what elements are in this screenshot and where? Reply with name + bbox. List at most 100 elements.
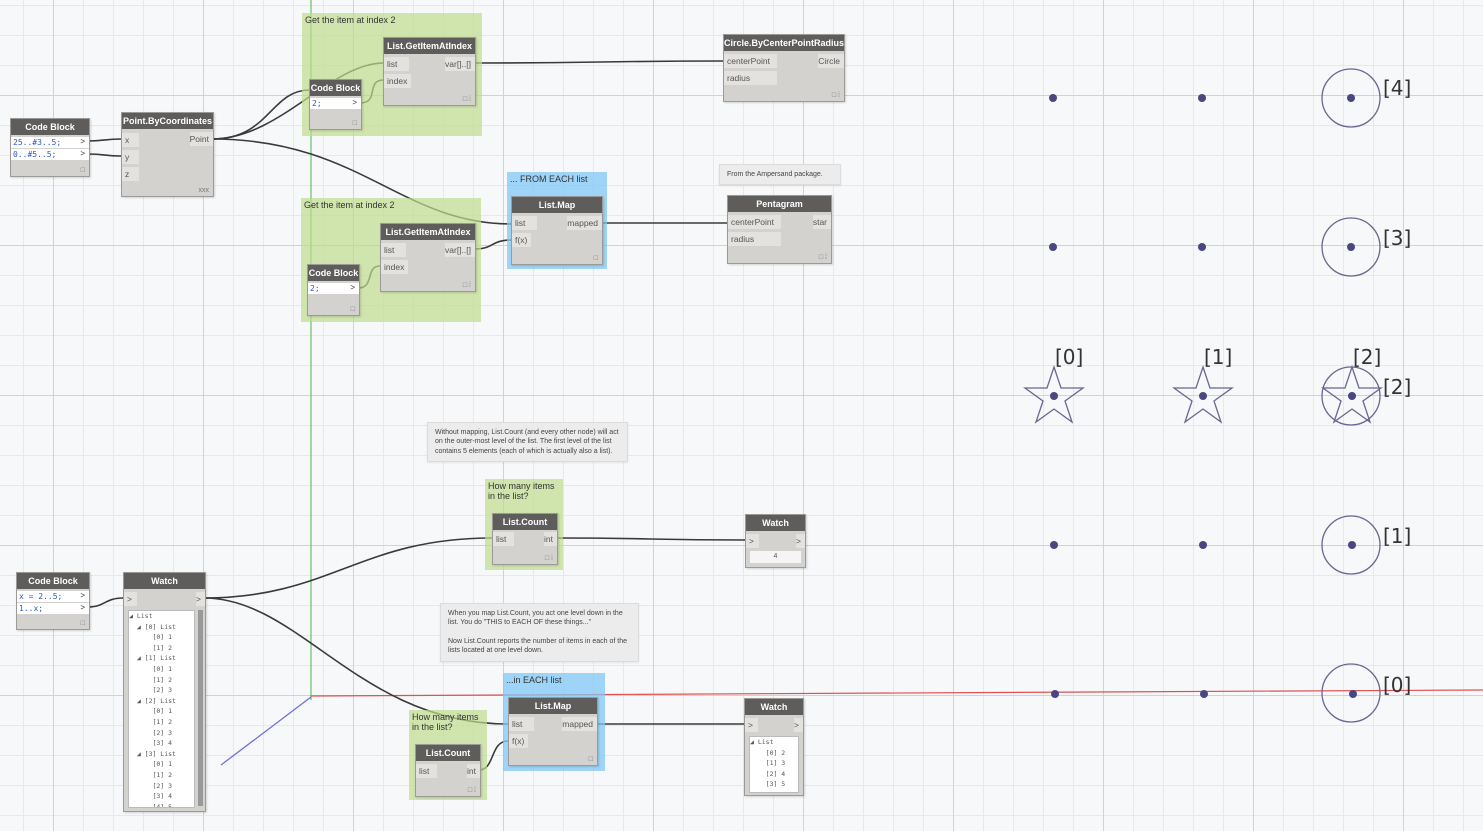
output-port[interactable]: >: [796, 534, 805, 548]
circle-label-0: [0]: [1383, 673, 1412, 697]
code-line[interactable]: 0..#5..5;: [11, 149, 89, 160]
watch-tree-row: [0] 1: [129, 664, 173, 673]
input-port-function[interactable]: f(x): [512, 233, 531, 247]
input-port-index[interactable]: index: [384, 74, 411, 88]
watch-node[interactable]: Watch > > ◢ List [0] 2 [1] 3 [2] 4 [3] 5: [744, 698, 804, 796]
input-port-list[interactable]: list: [493, 532, 514, 546]
output-port[interactable]: >: [794, 718, 803, 732]
list-get-item-at-index-node[interactable]: List.GetItemAtIndex list index var[]..[]…: [380, 223, 476, 292]
point-by-coordinates-node[interactable]: Point.ByCoordinates x y z Point xxx: [121, 112, 214, 197]
code-block-node[interactable]: Code Block 2; > □: [309, 79, 362, 130]
star-label-1: [1]: [1204, 345, 1233, 369]
input-port-index[interactable]: index: [381, 260, 408, 274]
output-port-circle[interactable]: Circle: [818, 54, 844, 68]
input-port-x[interactable]: x: [122, 133, 139, 147]
preview-toggle-icon[interactable]: □: [352, 120, 357, 127]
output-port[interactable]: >: [350, 283, 355, 292]
watch-tree[interactable]: ◢ List ◢ [0] List [0] 1 [1] 2 ◢ [1] List…: [128, 610, 195, 808]
note-text: When you map List.Count, you act one lev…: [448, 610, 623, 627]
code-line[interactable]: 25..#3..5;: [11, 137, 89, 148]
point: [1051, 690, 1059, 698]
preview-toggle-icon[interactable]: □: [80, 620, 85, 627]
wire: [87, 597, 124, 608]
note-without-mapping[interactable]: Without mapping, List.Count (and every o…: [427, 422, 628, 463]
input-port-center-point[interactable]: centerPoint: [728, 215, 781, 229]
wire: [87, 138, 122, 142]
input-port[interactable]: >: [745, 718, 758, 732]
output-port-int[interactable]: int: [544, 532, 557, 546]
input-port-list[interactable]: list: [416, 764, 437, 778]
wire: [555, 537, 746, 541]
list-get-item-at-index-node[interactable]: List.GetItemAtIndex list index var[]..[]…: [383, 37, 476, 106]
output-port[interactable]: >: [80, 591, 85, 600]
output-port-star[interactable]: star: [812, 215, 831, 229]
note-when-map[interactable]: When you map List.Count, you act one lev…: [440, 603, 639, 662]
preview-toggle-icon[interactable]: □ ⁞: [831, 92, 840, 99]
list-count-node[interactable]: List.Count list int □ ⁞: [492, 513, 558, 565]
point: [1198, 243, 1206, 251]
watch-node[interactable]: Watch > > ◢ List ◢ [0] List [0] 1 [1] 2 …: [123, 572, 206, 812]
code-line[interactable]: 2;: [310, 98, 361, 109]
preview-toggle-icon[interactable]: □ ⁞: [818, 254, 827, 261]
input-port[interactable]: >: [124, 592, 137, 606]
input-port-list[interactable]: list: [512, 216, 537, 230]
watch-tree-row: ◢ [0] List: [129, 622, 176, 631]
output-port-int[interactable]: int: [467, 764, 480, 778]
list-map-node[interactable]: List.Map list f(x) mapped □: [508, 697, 598, 766]
list-map-node[interactable]: List.Map list f(x) mapped □: [511, 196, 603, 265]
pentagram-node[interactable]: Pentagram centerPoint radius star □ ⁞: [727, 195, 832, 264]
output-port-mapped[interactable]: mapped: [567, 216, 602, 230]
code-block-node[interactable]: Code Block 2; > □: [307, 264, 360, 316]
node-title: List.GetItemAtIndex: [384, 38, 475, 54]
preview-toggle-icon[interactable]: □: [588, 756, 593, 763]
output-port[interactable]: >: [196, 592, 205, 606]
preview-toggle-icon[interactable]: □: [350, 306, 355, 313]
code-line[interactable]: 2;: [308, 283, 359, 294]
code-line[interactable]: 1..x;: [17, 603, 89, 614]
preview-toggle-icon[interactable]: □ ⁞: [462, 282, 471, 289]
lacing-indicator[interactable]: xxx: [198, 187, 210, 194]
input-port-list[interactable]: list: [381, 243, 406, 257]
output-port[interactable]: >: [80, 149, 85, 158]
watch-tree-row: [0] 1: [129, 760, 173, 769]
scrollbar[interactable]: [198, 610, 203, 806]
output-port-var[interactable]: var[]..[]: [445, 243, 475, 257]
output-port-point[interactable]: Point: [189, 132, 213, 146]
code-line[interactable]: x = 2..5;: [17, 591, 89, 602]
point: [1347, 243, 1355, 251]
input-port-list[interactable]: list: [509, 717, 534, 731]
preview-toggle-icon[interactable]: □ ⁞: [467, 787, 476, 794]
preview-toggle-icon[interactable]: □ ⁞: [544, 555, 553, 562]
star-0: [1022, 364, 1086, 424]
input-port-z[interactable]: z: [122, 167, 139, 181]
output-port[interactable]: >: [80, 603, 85, 612]
circle-by-center-point-radius-node[interactable]: Circle.ByCenterPointRadius centerPoint r…: [723, 34, 845, 102]
circle-label-4: [4]: [1383, 76, 1412, 100]
output-port[interactable]: >: [352, 98, 357, 107]
output-port-var[interactable]: var[]..[]: [445, 57, 475, 71]
watch-tree[interactable]: ◢ List [0] 2 [1] 3 [2] 4 [3] 5: [749, 736, 799, 793]
input-port-center-point[interactable]: centerPoint: [724, 54, 777, 68]
output-port[interactable]: >: [80, 137, 85, 146]
code-block-node[interactable]: Code Block 25..#3..5; 0..#5..5; > > □: [10, 118, 90, 177]
note-ampersand[interactable]: From the Ampersand package.: [719, 164, 841, 186]
preview-toggle-icon[interactable]: □: [593, 255, 598, 262]
input-port-list[interactable]: list: [384, 57, 409, 71]
input-port-radius[interactable]: radius: [724, 71, 777, 85]
list-count-node[interactable]: List.Count list int □ ⁞: [415, 744, 481, 797]
input-port-radius[interactable]: radius: [728, 232, 781, 246]
node-title: Point.ByCoordinates: [122, 113, 213, 129]
star-label-2: [2]: [1353, 345, 1382, 369]
watch-tree-row: [3] 4: [129, 792, 173, 801]
watch-tree-row: [0] 2: [750, 748, 786, 757]
code-block-node[interactable]: Code Block x = 2..5; 1..x; > > □: [16, 572, 90, 630]
input-port-y[interactable]: y: [122, 150, 139, 164]
node-title: List.Map: [509, 698, 597, 714]
preview-toggle-icon[interactable]: □: [80, 167, 85, 174]
input-port[interactable]: >: [746, 534, 759, 548]
input-port-function[interactable]: f(x): [509, 734, 528, 748]
preview-toggle-icon[interactable]: □ ⁞: [462, 96, 471, 103]
watch-node[interactable]: Watch > > 4: [745, 514, 806, 568]
output-port-mapped[interactable]: mapped: [562, 717, 597, 731]
